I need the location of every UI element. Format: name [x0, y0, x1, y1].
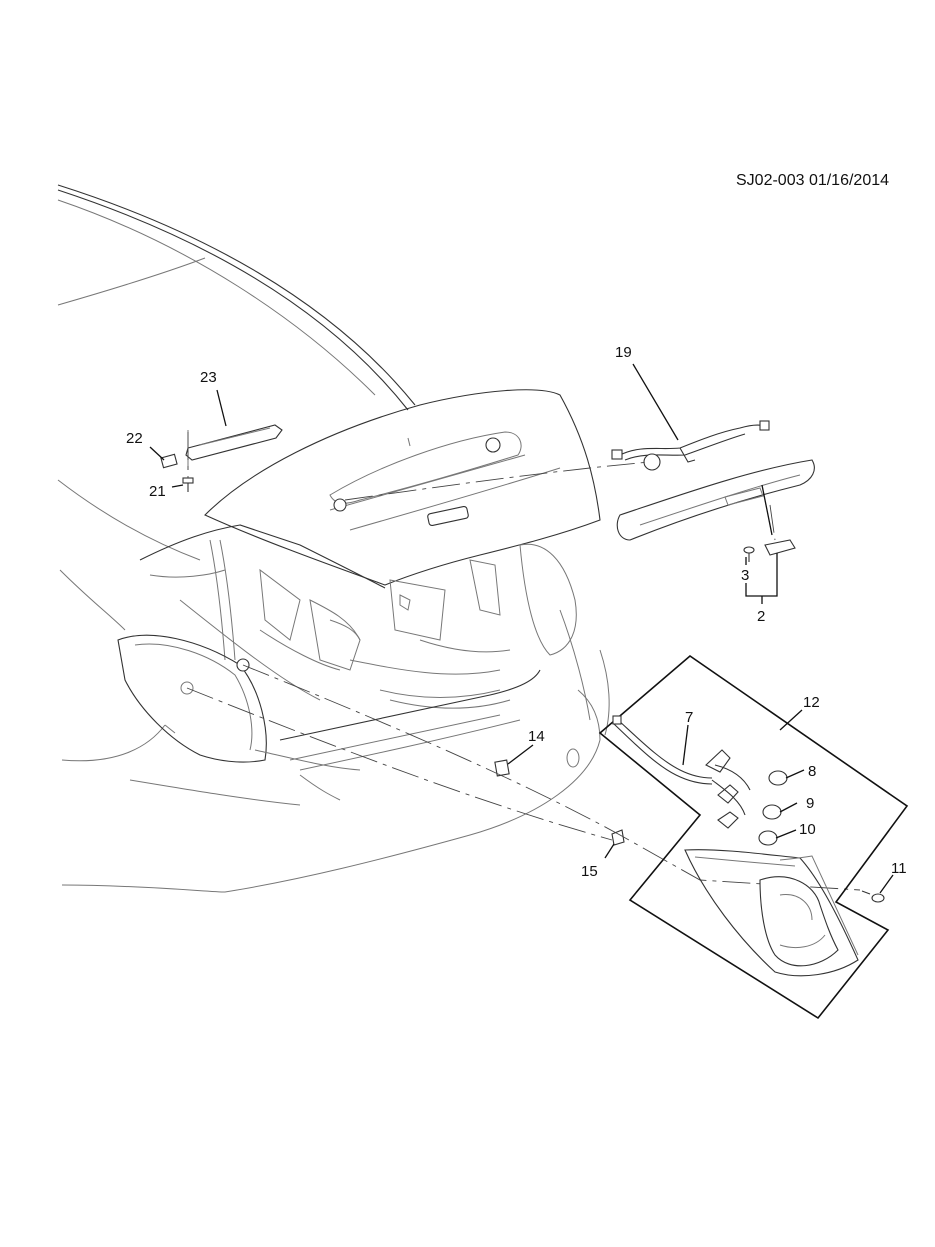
- callout-22: 22: [126, 430, 143, 447]
- callout-14: 14: [528, 728, 545, 745]
- tail-lamp-assembly: [684, 849, 859, 977]
- vehicle-body-illustration: [57, 184, 610, 893]
- part-2-lamp-component: [764, 539, 796, 556]
- part-11-screw: [861, 890, 885, 903]
- callout-3: 3: [741, 567, 749, 584]
- part-15-clip: [611, 829, 625, 846]
- part-12-group-box: [598, 654, 909, 1020]
- part-23-bracket: [185, 424, 283, 470]
- callout-21: 21: [149, 483, 166, 500]
- assembly-line-harness: [344, 461, 651, 501]
- part-3-bulb: [743, 546, 755, 562]
- part-22-clip: [160, 453, 178, 469]
- assembly-line-clip: [186, 687, 613, 841]
- chmsl-housing-illustration: [616, 459, 815, 541]
- assembly-line-lamp: [242, 664, 861, 891]
- callout-10: 10: [799, 821, 816, 838]
- callout-8: 8: [808, 763, 816, 780]
- callout-12: 12: [803, 694, 820, 711]
- part-7-socket-harness: [612, 715, 751, 829]
- callout-15: 15: [581, 863, 598, 880]
- part-21-screw: [182, 477, 194, 492]
- callout-9: 9: [806, 795, 814, 812]
- callout-11: 11: [891, 860, 907, 877]
- bulbs-8-9-10: [758, 770, 788, 846]
- part-14-nut: [494, 759, 510, 777]
- assembly-line-lens: [769, 504, 776, 541]
- leader-lines: [149, 363, 894, 894]
- diagram-code: SJ02-003 01/16/2014: [736, 172, 889, 189]
- callout-23: 23: [200, 369, 217, 386]
- part-19-wiring-harness: [611, 420, 770, 471]
- callout-19: 19: [615, 344, 632, 361]
- callout-2: 2: [757, 608, 765, 625]
- callout-7: 7: [685, 709, 693, 726]
